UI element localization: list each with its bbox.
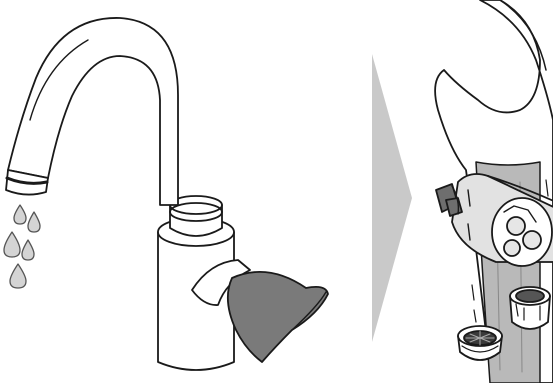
lever-handle[interactable] bbox=[191, 259, 329, 363]
aerator-screen-right[interactable] bbox=[509, 286, 551, 330]
spout-highlight bbox=[29, 39, 89, 121]
drop-icon bbox=[13, 204, 27, 225]
cartridge-panel bbox=[434, 0, 553, 383]
drop-icon bbox=[27, 211, 41, 233]
drop-icon bbox=[3, 231, 21, 258]
drop-icon bbox=[21, 239, 35, 261]
aerator-tip bbox=[5, 169, 49, 196]
faucet-panel bbox=[3, 17, 329, 371]
water-drops bbox=[3, 204, 41, 289]
aerator-screen-mesh[interactable] bbox=[457, 325, 503, 361]
drop-icon bbox=[9, 263, 27, 289]
right-chevron-arrow-icon bbox=[372, 54, 412, 342]
cartridge[interactable] bbox=[435, 173, 553, 267]
